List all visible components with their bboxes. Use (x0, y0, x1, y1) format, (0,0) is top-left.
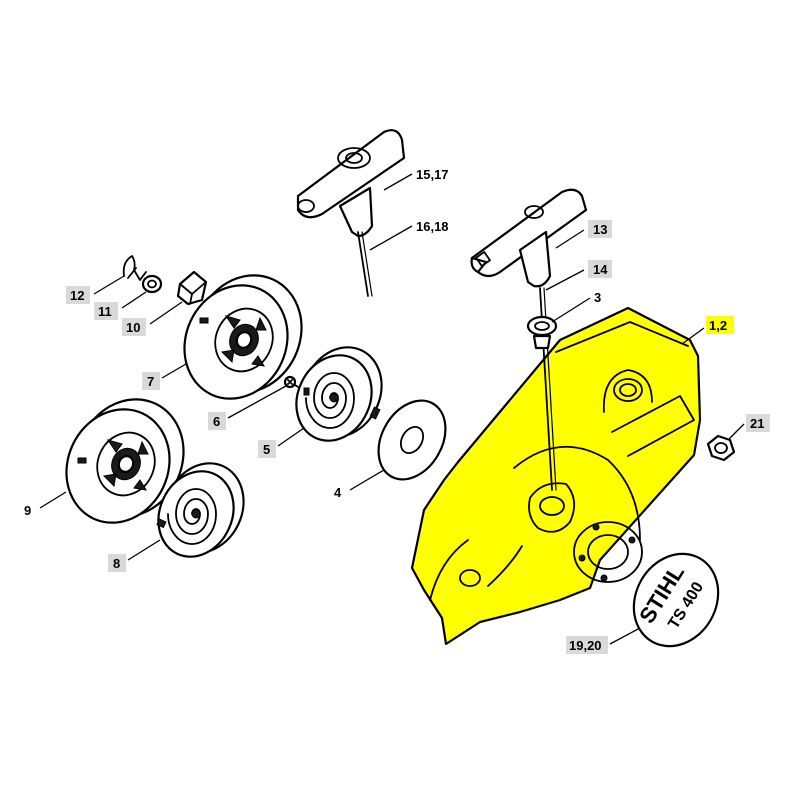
starter-grip-13[interactable] (470, 188, 588, 288)
part-number-label: 1,2 (709, 318, 727, 333)
fan-housing[interactable] (410, 306, 702, 646)
callout-12[interactable]: 12 (66, 286, 90, 304)
callout-21[interactable]: 21 (746, 414, 770, 432)
pawl-10[interactable] (176, 270, 208, 306)
part-number-label: 14 (593, 262, 608, 277)
washer-11[interactable] (141, 274, 163, 294)
callout-10[interactable]: 10 (122, 318, 146, 336)
callout-5[interactable]: 5 (258, 440, 276, 458)
part-number-label: 13 (593, 222, 607, 237)
part-number-label: 4 (334, 485, 342, 500)
callout-7[interactable]: 7 (142, 372, 160, 390)
part-number-label: 16,18 (416, 219, 449, 234)
callout-8[interactable]: 8 (108, 554, 126, 572)
leader-lines (39, 173, 745, 645)
logo-badge[interactable]: STIHL TS 400 (617, 538, 734, 661)
rope-rotor-7[interactable] (166, 258, 320, 416)
rewind-spring-5[interactable] (283, 334, 396, 453)
callout-4[interactable]: 4 (334, 485, 342, 500)
callout-14[interactable]: 14 (588, 260, 612, 278)
rope-rotor-9[interactable] (48, 382, 202, 540)
spring-clip-12[interactable] (122, 255, 147, 281)
callout-16-18[interactable]: 16,18 (416, 219, 449, 234)
starter-rope-16-18[interactable] (357, 231, 373, 297)
callout-15-17[interactable]: 15,17 (416, 167, 449, 182)
part-number-label: 7 (147, 374, 154, 389)
callout-labels: 15,17 16,18 13 14 3 1,2 21 12 (24, 167, 770, 654)
part-number-label: 3 (594, 290, 601, 305)
part-number-label: 21 (750, 416, 764, 431)
part-number-label: 8 (113, 556, 120, 571)
callout-13[interactable]: 13 (588, 220, 612, 238)
part-number-label: 12 (70, 288, 84, 303)
callout-6[interactable]: 6 (208, 412, 226, 430)
part-number-label: 15,17 (416, 167, 449, 182)
part-number-label: 19,20 (569, 638, 602, 653)
rope-guide-bushing[interactable] (526, 315, 558, 350)
callout-3[interactable]: 3 (594, 290, 601, 305)
part-number-label: 9 (24, 503, 31, 518)
part-number-label: 10 (126, 320, 140, 335)
starter-grip-15-17[interactable] (296, 129, 406, 238)
part-number-label: 6 (213, 414, 220, 429)
rewind-spring-8[interactable] (145, 450, 258, 569)
nut-21[interactable] (706, 434, 736, 462)
callout-11[interactable]: 11 (94, 302, 118, 320)
callout-19-20[interactable]: 19,20 (566, 636, 608, 654)
callout-9[interactable]: 9 (24, 503, 31, 518)
part-number-label: 11 (98, 304, 112, 319)
washer-4[interactable] (365, 389, 459, 492)
callout-1-2[interactable]: 1,2 (706, 316, 734, 334)
part-number-label: 5 (263, 442, 270, 457)
